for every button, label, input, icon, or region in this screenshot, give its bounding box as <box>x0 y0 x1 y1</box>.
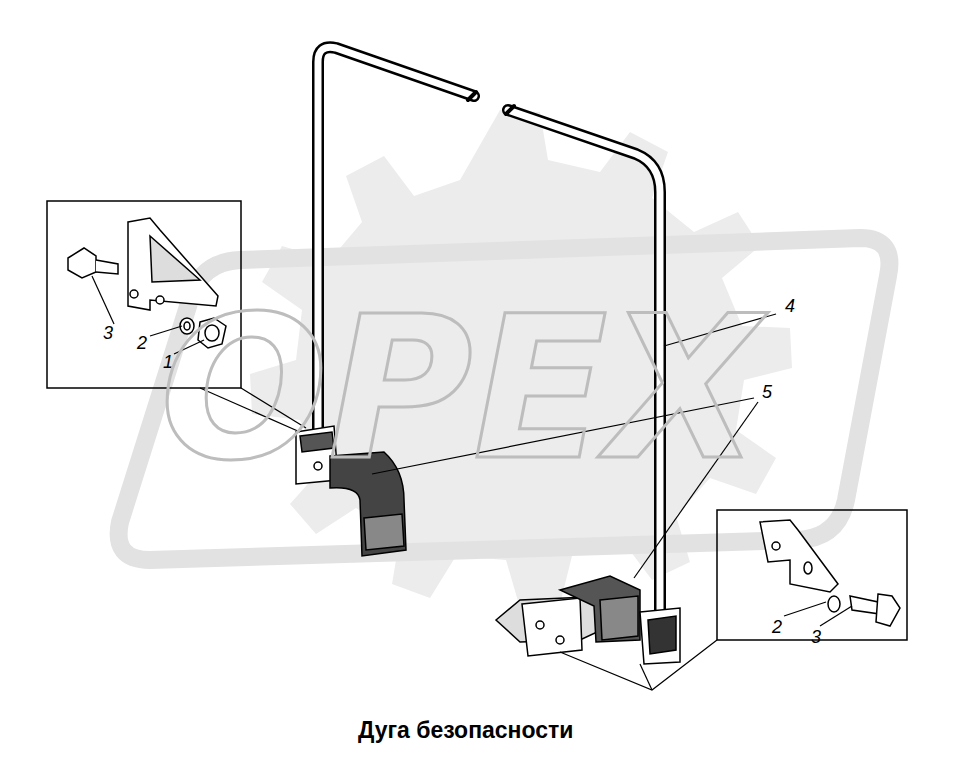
callout-number: 2 <box>135 333 149 353</box>
right-bracket <box>496 576 680 664</box>
gear-watermark <box>119 110 890 608</box>
caption: Дуга безопасности <box>358 718 573 743</box>
callout-number: 5 <box>760 382 774 402</box>
callout-number: 2 <box>770 617 784 637</box>
callout-number: 3 <box>809 627 823 647</box>
right-inset <box>717 510 907 640</box>
callout-number: 4 <box>783 296 797 316</box>
watermark: OPEX <box>160 291 760 489</box>
callout-number: 3 <box>101 323 115 343</box>
leader-lines <box>92 276 852 690</box>
